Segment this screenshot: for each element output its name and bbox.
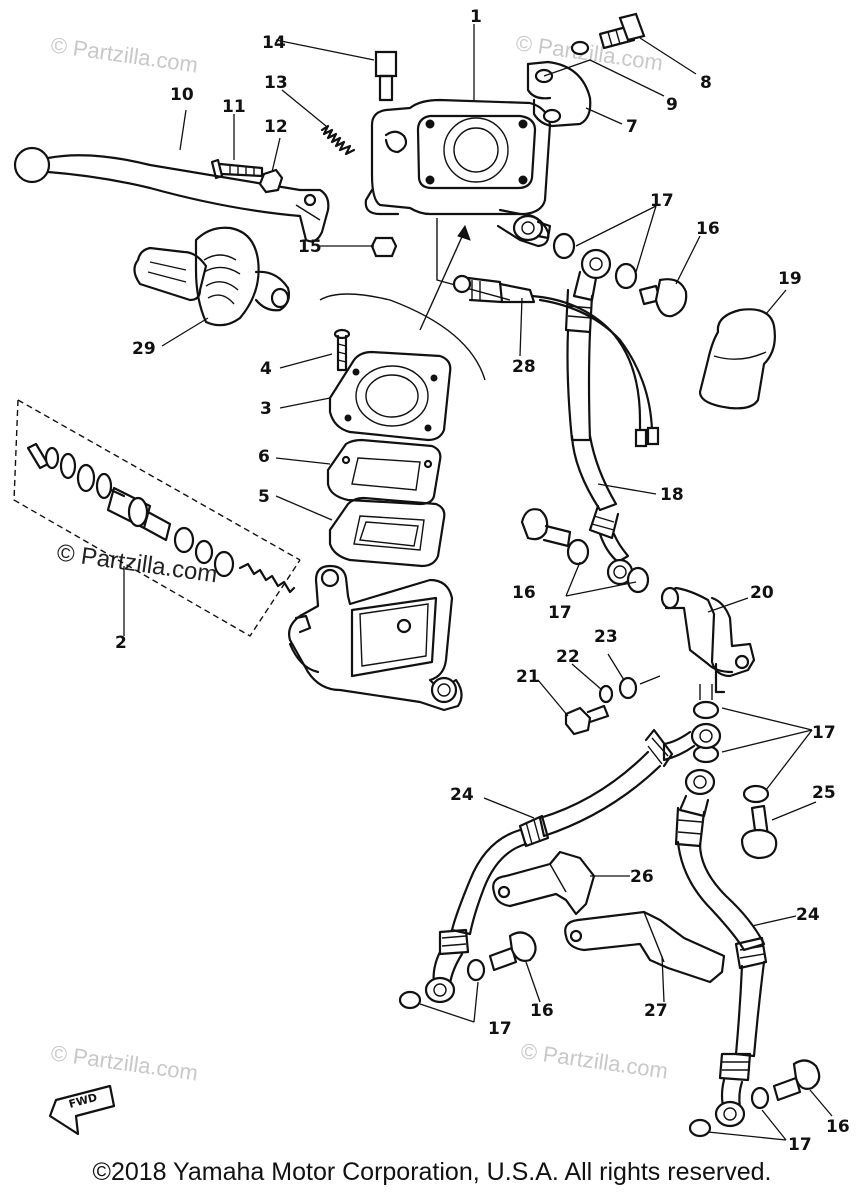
washer-17 [466, 958, 486, 982]
part-label-16: 16 [530, 1001, 554, 1021]
nut-15 [370, 236, 398, 258]
brake-lever [13, 146, 330, 243]
fwd-arrow: FWD [48, 1084, 116, 1136]
watermark-prominent: © Partzilla.com [55, 539, 219, 588]
part-labels: 1 2 3 4 5 6 7 8 9 10 11 12 13 14 15 16 1… [115, 7, 850, 1155]
washer-23 [618, 676, 638, 700]
washer-17 [742, 784, 770, 804]
washer-17 [688, 1118, 712, 1138]
washer-17 [692, 700, 720, 720]
washer-17 [626, 566, 650, 594]
part-label-5: 5 [258, 487, 270, 507]
part-label-13: 13 [264, 73, 288, 93]
part-label-10: 10 [170, 85, 194, 105]
part-label-26: 26 [630, 867, 654, 887]
master-cylinder-body [288, 564, 463, 712]
banjo-bolt-16 [488, 931, 537, 972]
cap-19 [698, 308, 776, 410]
part-label-14: 14 [262, 33, 286, 53]
washer-22 [598, 684, 614, 704]
fwd-label: FWD [67, 1091, 98, 1111]
part-label-12: 12 [264, 117, 288, 137]
washer-17 [398, 990, 422, 1010]
spring-13 [320, 124, 356, 156]
screw-4 [333, 328, 351, 372]
diaphragm-5 [328, 496, 446, 568]
bracket-26 [492, 850, 596, 916]
part-label-2: 2 [115, 633, 127, 653]
part-label-23: 23 [594, 627, 618, 647]
part-label-17: 17 [650, 191, 674, 211]
banjo-bolt-16 [520, 508, 572, 548]
part-label-27: 27 [644, 1001, 668, 1021]
brake-hose-24-right [674, 794, 768, 1128]
master-cylinder-upper [364, 98, 552, 248]
part-label-16: 16 [696, 219, 720, 239]
part-label-24: 24 [796, 905, 820, 925]
part-label-17: 17 [788, 1135, 812, 1155]
bolt-21 [564, 704, 610, 736]
washer-17 [566, 538, 590, 566]
part-label-19: 19 [778, 269, 802, 289]
part-label-28: 28 [512, 357, 536, 377]
part-label-8: 8 [700, 73, 712, 93]
washer-9 [570, 40, 590, 56]
part-label-29: 29 [132, 339, 156, 359]
bolt-8 [598, 12, 646, 50]
part-label-16: 16 [826, 1117, 850, 1137]
part-label-16: 16 [512, 583, 536, 603]
part-label-17: 17 [488, 1019, 512, 1039]
part-label-24: 24 [450, 785, 474, 805]
bolt-25 [740, 804, 778, 860]
banjo-bolt-16 [772, 1059, 821, 1102]
watermark: © Partzilla.com [519, 1038, 669, 1083]
banjo-bolt-16 [638, 278, 688, 318]
part-label-6: 6 [258, 447, 270, 467]
nut-12 [258, 168, 284, 194]
part-label-25: 25 [812, 783, 836, 803]
washer-17 [750, 1086, 770, 1110]
part-label-17: 17 [548, 603, 572, 623]
clamp-7 [526, 60, 592, 128]
union-20 [660, 586, 756, 694]
cover-3 [328, 350, 452, 442]
part-label-15: 15 [298, 237, 322, 257]
part-label-9: 9 [666, 95, 678, 115]
part-label-4: 4 [260, 359, 272, 379]
part-label-21: 21 [516, 667, 540, 687]
brake-switch-28 [452, 274, 660, 448]
part-label-7: 7 [626, 117, 638, 137]
part-label-1: 1 [470, 7, 482, 27]
part-label-11: 11 [222, 97, 246, 117]
part-label-22: 22 [556, 647, 580, 667]
leader-lines [123, 24, 833, 1141]
part-label-20: 20 [750, 583, 774, 603]
brake-hose-24-left [424, 728, 696, 1004]
watermark: © Partzilla.com [49, 32, 199, 77]
pivot-bolt-14 [374, 50, 398, 102]
watermark: © Partzilla.com [49, 1040, 199, 1085]
switch-29 [133, 226, 291, 327]
copyright-footer: ©2018 Yamaha Motor Corporation, U.S.A. A… [92, 1158, 772, 1186]
washer-17 [614, 262, 638, 290]
bolt-11 [210, 158, 264, 180]
brake-hose-18 [564, 248, 634, 586]
part-label-18: 18 [660, 485, 684, 505]
hose-banjo [684, 722, 722, 796]
part-label-3: 3 [260, 399, 272, 419]
piston-kit-2 [13, 399, 301, 637]
part-label-17: 17 [812, 723, 836, 743]
bracket-27 [564, 910, 726, 984]
washer-17 [552, 232, 576, 260]
plate-6 [326, 438, 442, 506]
